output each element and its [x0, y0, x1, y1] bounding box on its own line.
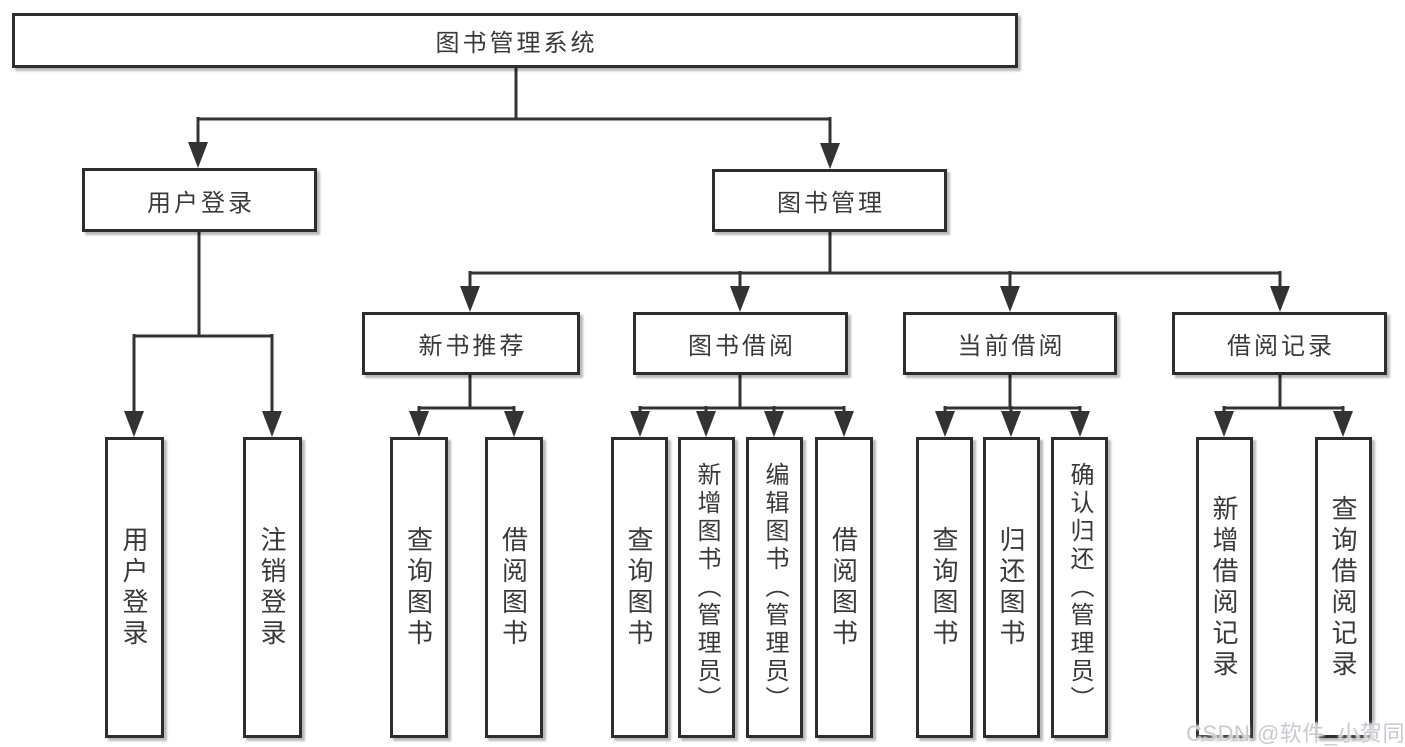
- leaf-recommend-borrow-book: 借阅图书: [485, 437, 543, 738]
- leaf-logout: 注销登录: [243, 437, 302, 738]
- csdn-watermark: CSDN @软件_小贺同学: [1186, 721, 1405, 746]
- leaf-borrow-query-book: 查询图书: [611, 437, 668, 738]
- connector-current-children: [935, 375, 1090, 437]
- leaf-user-login: 用户登录: [105, 437, 164, 738]
- node-system-root: 图书管理系统: [12, 13, 1018, 68]
- node-user-login-branch: 用户登录: [82, 168, 317, 232]
- connector-borrow-children: [630, 375, 854, 437]
- node-new-book-recommend: 新书推荐: [362, 312, 580, 375]
- leaf-add-book-admin: 新增图书（管理员）: [678, 437, 735, 738]
- leaf-return-book: 归还图书: [983, 437, 1040, 738]
- connector-newbook-children: [409, 375, 524, 437]
- node-book-borrow: 图书借阅: [633, 312, 848, 375]
- connector-records-children: [1214, 375, 1353, 437]
- leaf-add-borrow-record: 新增借阅记录: [1196, 437, 1253, 738]
- node-current-borrow: 当前借阅: [903, 312, 1117, 375]
- node-borrow-records: 借阅记录: [1172, 312, 1387, 375]
- connector-bookmgmt-children: [460, 232, 1290, 312]
- leaf-current-query-book: 查询图书: [916, 437, 973, 738]
- leaf-confirm-return-admin: 确认归还（管理员）: [1051, 437, 1108, 738]
- leaf-borrow-book: 借阅图书: [815, 437, 873, 738]
- leaf-recommend-query-book: 查询图书: [390, 437, 448, 738]
- connector-root-to-level2: [188, 68, 840, 169]
- node-book-management-branch: 图书管理: [712, 169, 947, 232]
- connector-userlogin-children: [124, 232, 282, 437]
- leaf-edit-book-admin: 编辑图书（管理员）: [746, 437, 803, 738]
- leaf-query-borrow-record: 查询借阅记录: [1315, 437, 1372, 738]
